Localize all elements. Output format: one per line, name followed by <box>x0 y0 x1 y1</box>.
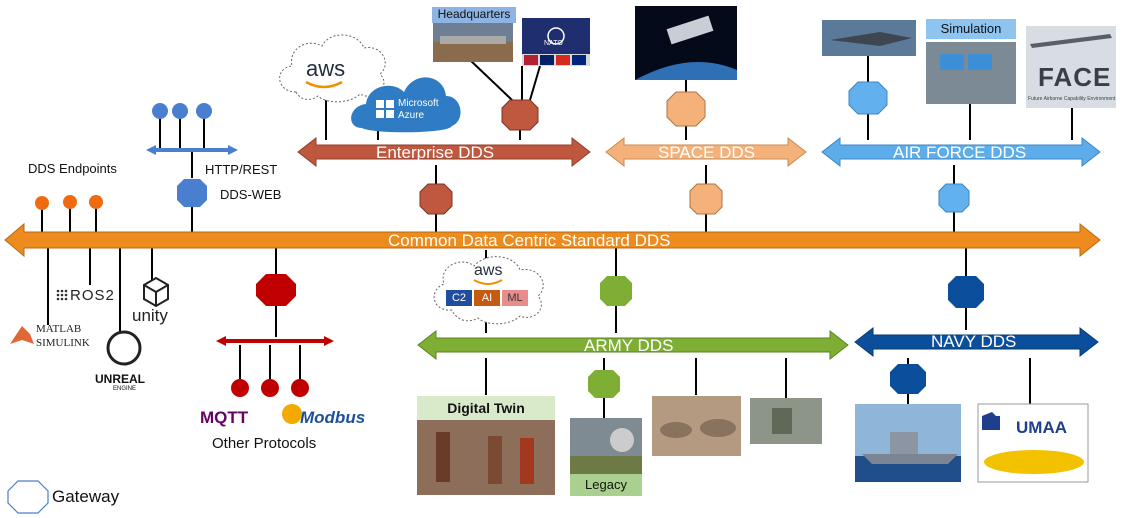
army-bus-arrow <box>417 329 849 361</box>
ros2-dots <box>56 289 68 301</box>
ros2-logo: ROS2 <box>70 287 115 304</box>
web-endpoint-dot <box>172 103 188 119</box>
gateway-legend-icon <box>7 480 49 514</box>
protocol-endpoint-dot <box>291 379 309 397</box>
simulation-label: Simulation <box>926 19 1016 39</box>
unity-logo: unity <box>132 306 168 325</box>
nato-logo: NATO <box>544 40 563 47</box>
gateway-airforce-common <box>938 183 970 213</box>
protocols-bus-arrow <box>216 336 334 346</box>
http-rest-label: HTTP/REST <box>205 162 278 177</box>
airforce-bus-label: AIR FORCE DDS <box>893 143 1027 162</box>
gateway-legend-label: Gateway <box>52 487 120 506</box>
ai-badge: AI <box>474 290 500 306</box>
unreal-logo: UNREAL <box>95 372 145 386</box>
legacy-label: Legacy <box>570 474 642 496</box>
navy-bus-label: NAVY DDS <box>931 332 1017 351</box>
protocol-endpoint-dot <box>231 379 249 397</box>
digital-twin-label: Digital Twin <box>417 396 555 420</box>
modbus-gear-icon <box>282 404 302 424</box>
aws-logo-top: aws <box>306 56 346 81</box>
common-bus-arrow <box>4 222 1101 258</box>
web-endpoint-dot <box>196 103 212 119</box>
umaa-logo: UMAA <box>1016 418 1067 437</box>
headquarters-label: Headquarters <box>432 7 516 23</box>
gateway-airforce-f35 <box>848 81 888 115</box>
unreal-logo-icon <box>106 330 142 366</box>
dds-endpoints-label: DDS Endpoints <box>28 161 117 176</box>
azure-logo-line1: Microsoft <box>398 98 439 109</box>
gateway-army-common <box>600 276 632 306</box>
endpoint-dot <box>89 195 103 209</box>
azure-logo-line2: Azure <box>398 110 425 121</box>
space-bus-label: SPACE DDS <box>658 143 755 162</box>
gateway-protocols <box>256 274 296 306</box>
endpoint-dot <box>63 195 77 209</box>
unreal-engine-logo: ENGINE <box>113 386 137 392</box>
mqtt-logo: MQTT <box>200 408 249 427</box>
clouds <box>279 34 544 325</box>
gateway-enterprise-hq <box>501 99 539 131</box>
endpoint-dots <box>35 103 309 397</box>
windows-logo-icon <box>376 100 394 118</box>
aws-cloud-top <box>279 34 386 103</box>
airforce-bus-arrow <box>821 136 1101 168</box>
gateway-navy-ship <box>890 364 926 394</box>
aws-smile-top <box>305 80 343 89</box>
face-logo: FACE <box>1038 62 1112 92</box>
matlab-logo: MATLAB <box>36 323 82 335</box>
gateways <box>7 81 984 514</box>
unity-cube-icon <box>143 276 169 308</box>
other-protocols-label: Other Protocols <box>212 435 317 452</box>
umaa-emblem-icon <box>982 412 1000 428</box>
aws-smile-army <box>473 279 503 285</box>
space-bus-arrow <box>605 136 807 168</box>
enterprise-bus-arrow <box>297 136 591 168</box>
gateway-enterprise-common <box>419 183 453 215</box>
navy-bus-arrow <box>854 326 1099 358</box>
matlab-logo-icon <box>10 326 34 344</box>
gateway-web <box>177 179 207 207</box>
web-endpoint-dot <box>152 103 168 119</box>
endpoint-dot <box>35 196 49 210</box>
protocol-endpoint-dot <box>261 379 279 397</box>
modbus-logo: Modbus <box>300 408 366 427</box>
common-bus-label: Common Data Centric Standard DDS <box>388 231 671 250</box>
gateway-space-sat <box>666 91 706 127</box>
web-bus-arrow <box>146 145 238 155</box>
azure-cloud <box>351 77 461 133</box>
simulink-logo: SIMULINK <box>36 337 90 349</box>
aws-logo-army: aws <box>474 262 503 279</box>
gateway-army-legacy <box>588 370 620 398</box>
face-subtitle: Future Airborne Capability Environment <box>1028 96 1116 102</box>
ml-badge: ML <box>502 290 528 306</box>
dds-web-label: DDS-WEB <box>220 187 282 202</box>
gateway-navy-common <box>948 276 984 308</box>
army-bus-label: ARMY DDS <box>584 336 674 355</box>
photo-illustrations <box>417 6 1116 495</box>
enterprise-bus-label: Enterprise DDS <box>376 143 495 162</box>
c2-badge: C2 <box>446 290 472 306</box>
bus-arrows <box>4 136 1101 361</box>
gateway-space-common <box>689 183 723 215</box>
